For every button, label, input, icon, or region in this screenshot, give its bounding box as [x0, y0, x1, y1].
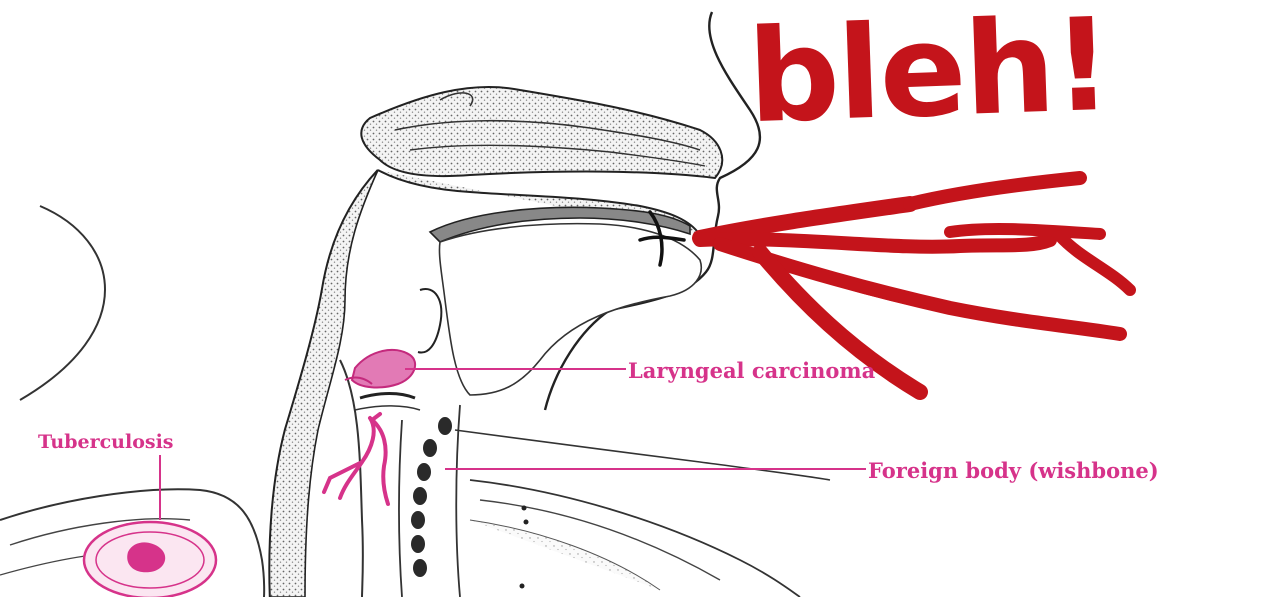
neck-contour: [455, 430, 830, 480]
left-arc: [20, 206, 105, 400]
epiglottis: [418, 289, 441, 352]
foreign-body-label: Foreign body (wishbone): [868, 458, 1159, 483]
wishbone-foreign-body: [324, 414, 388, 504]
bleh-exclamation: bleh!: [746, 2, 1112, 143]
tuberculosis-label: Tuberculosis: [38, 431, 173, 453]
nasal-turbinates: [361, 87, 722, 178]
laryngeal-carcinoma-label: Laryngeal carcinoma: [628, 358, 875, 383]
tracheal-rings: [411, 417, 452, 577]
